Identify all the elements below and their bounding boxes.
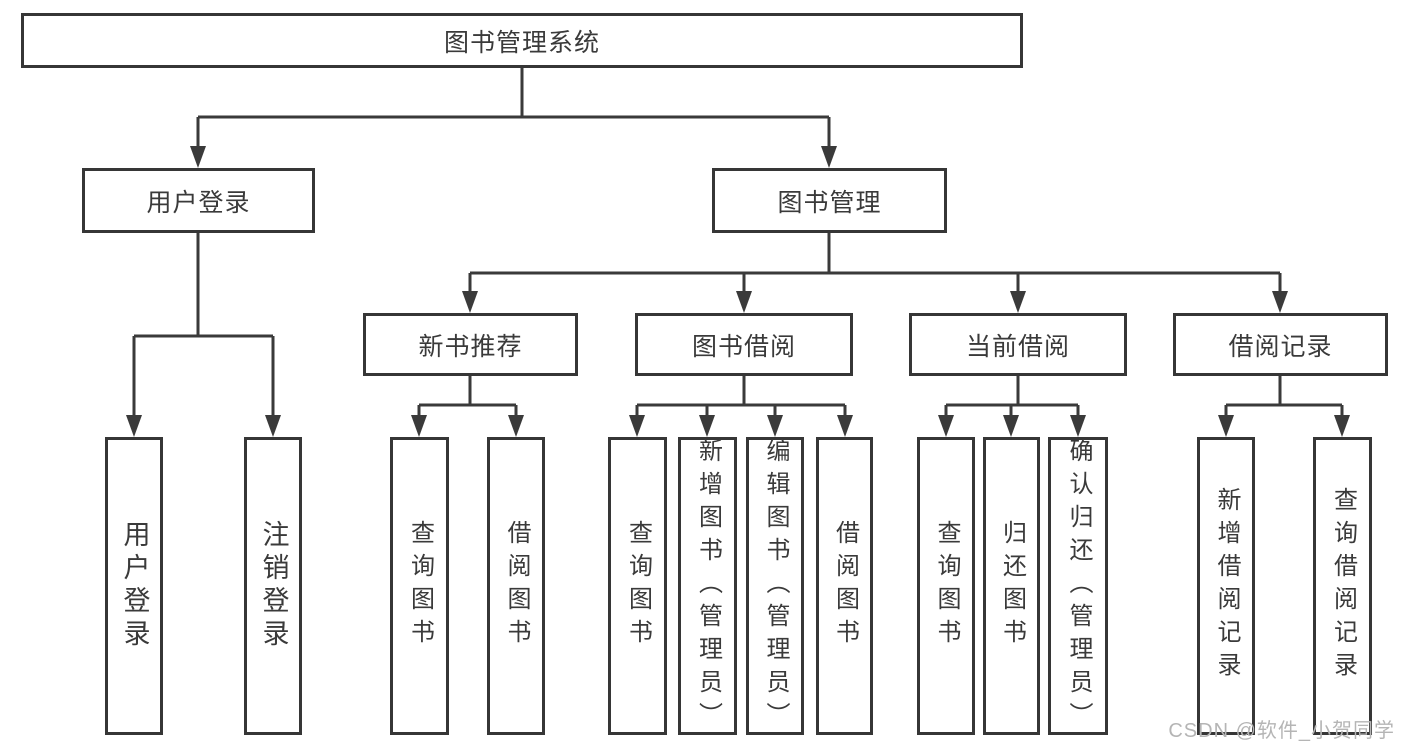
leaf-current-return-books: 归还图书 <box>983 437 1040 735</box>
node-user-login: 用户登录 <box>82 168 315 233</box>
leaf-borrowing-borrow-books-label: 借阅图书 <box>831 520 859 652</box>
node-book-borrowing: 图书借阅 <box>635 313 853 376</box>
leaf-current-confirm-return-admin: 确认归还（管理员） <box>1048 437 1108 735</box>
node-book-management-label: 图书管理 <box>777 188 882 217</box>
leaf-current-query-books: 查询图书 <box>917 437 975 735</box>
node-current-borrowing: 当前借阅 <box>909 313 1127 376</box>
node-borrow-records: 借阅记录 <box>1173 313 1388 376</box>
leaf-logout: 注销登录 <box>244 437 302 735</box>
leaf-current-return-books-label: 归还图书 <box>998 520 1026 652</box>
node-borrow-records-label: 借阅记录 <box>1228 332 1333 361</box>
leaf-borrowing-edit-books-admin-label: 编辑图书（管理员） <box>762 437 789 735</box>
leaf-borrowing-query-books: 查询图书 <box>608 437 667 735</box>
leaf-current-confirm-return-admin-label: 确认归还（管理员） <box>1065 437 1092 735</box>
leaf-borrowing-add-books-admin: 新增图书（管理员） <box>678 437 737 735</box>
leaf-records-query-record: 查询借阅记录 <box>1313 437 1372 735</box>
node-library-system-label: 图书管理系统 <box>443 28 600 57</box>
node-new-book-recommend: 新书推荐 <box>363 313 578 376</box>
node-current-borrowing-label: 当前借阅 <box>965 332 1070 361</box>
leaf-borrowing-add-books-admin-label: 新增图书（管理员） <box>694 437 722 735</box>
leaf-borrowing-borrow-books: 借阅图书 <box>816 437 873 735</box>
leaf-borrowing-query-books-label: 查询图书 <box>624 520 652 652</box>
leaf-user-login-label: 用户登录 <box>119 520 150 652</box>
leaf-borrowing-edit-books-admin: 编辑图书（管理员） <box>746 437 804 735</box>
leaf-records-query-record-label: 查询借阅记录 <box>1329 487 1357 685</box>
leaf-records-add-record-label: 新增借阅记录 <box>1213 487 1240 685</box>
leaf-recommend-borrow-books: 借阅图书 <box>487 437 545 735</box>
leaf-records-add-record: 新增借阅记录 <box>1197 437 1255 735</box>
node-user-login-label: 用户登录 <box>146 188 251 217</box>
leaf-recommend-query-books-label: 查询图书 <box>406 520 434 652</box>
csdn-watermark: CSDN @软件_小贺同学 <box>1168 720 1395 742</box>
node-book-management: 图书管理 <box>712 168 947 233</box>
node-book-borrowing-label: 图书借阅 <box>691 332 796 361</box>
leaf-current-query-books-label: 查询图书 <box>933 520 960 652</box>
leaf-recommend-borrow-books-label: 借阅图书 <box>503 520 530 652</box>
leaf-recommend-query-books: 查询图书 <box>390 437 449 735</box>
node-new-book-recommend-label: 新书推荐 <box>418 332 523 361</box>
node-library-system: 图书管理系统 <box>21 13 1023 68</box>
leaf-logout-label: 注销登录 <box>258 520 289 652</box>
leaf-user-login: 用户登录 <box>105 437 163 735</box>
